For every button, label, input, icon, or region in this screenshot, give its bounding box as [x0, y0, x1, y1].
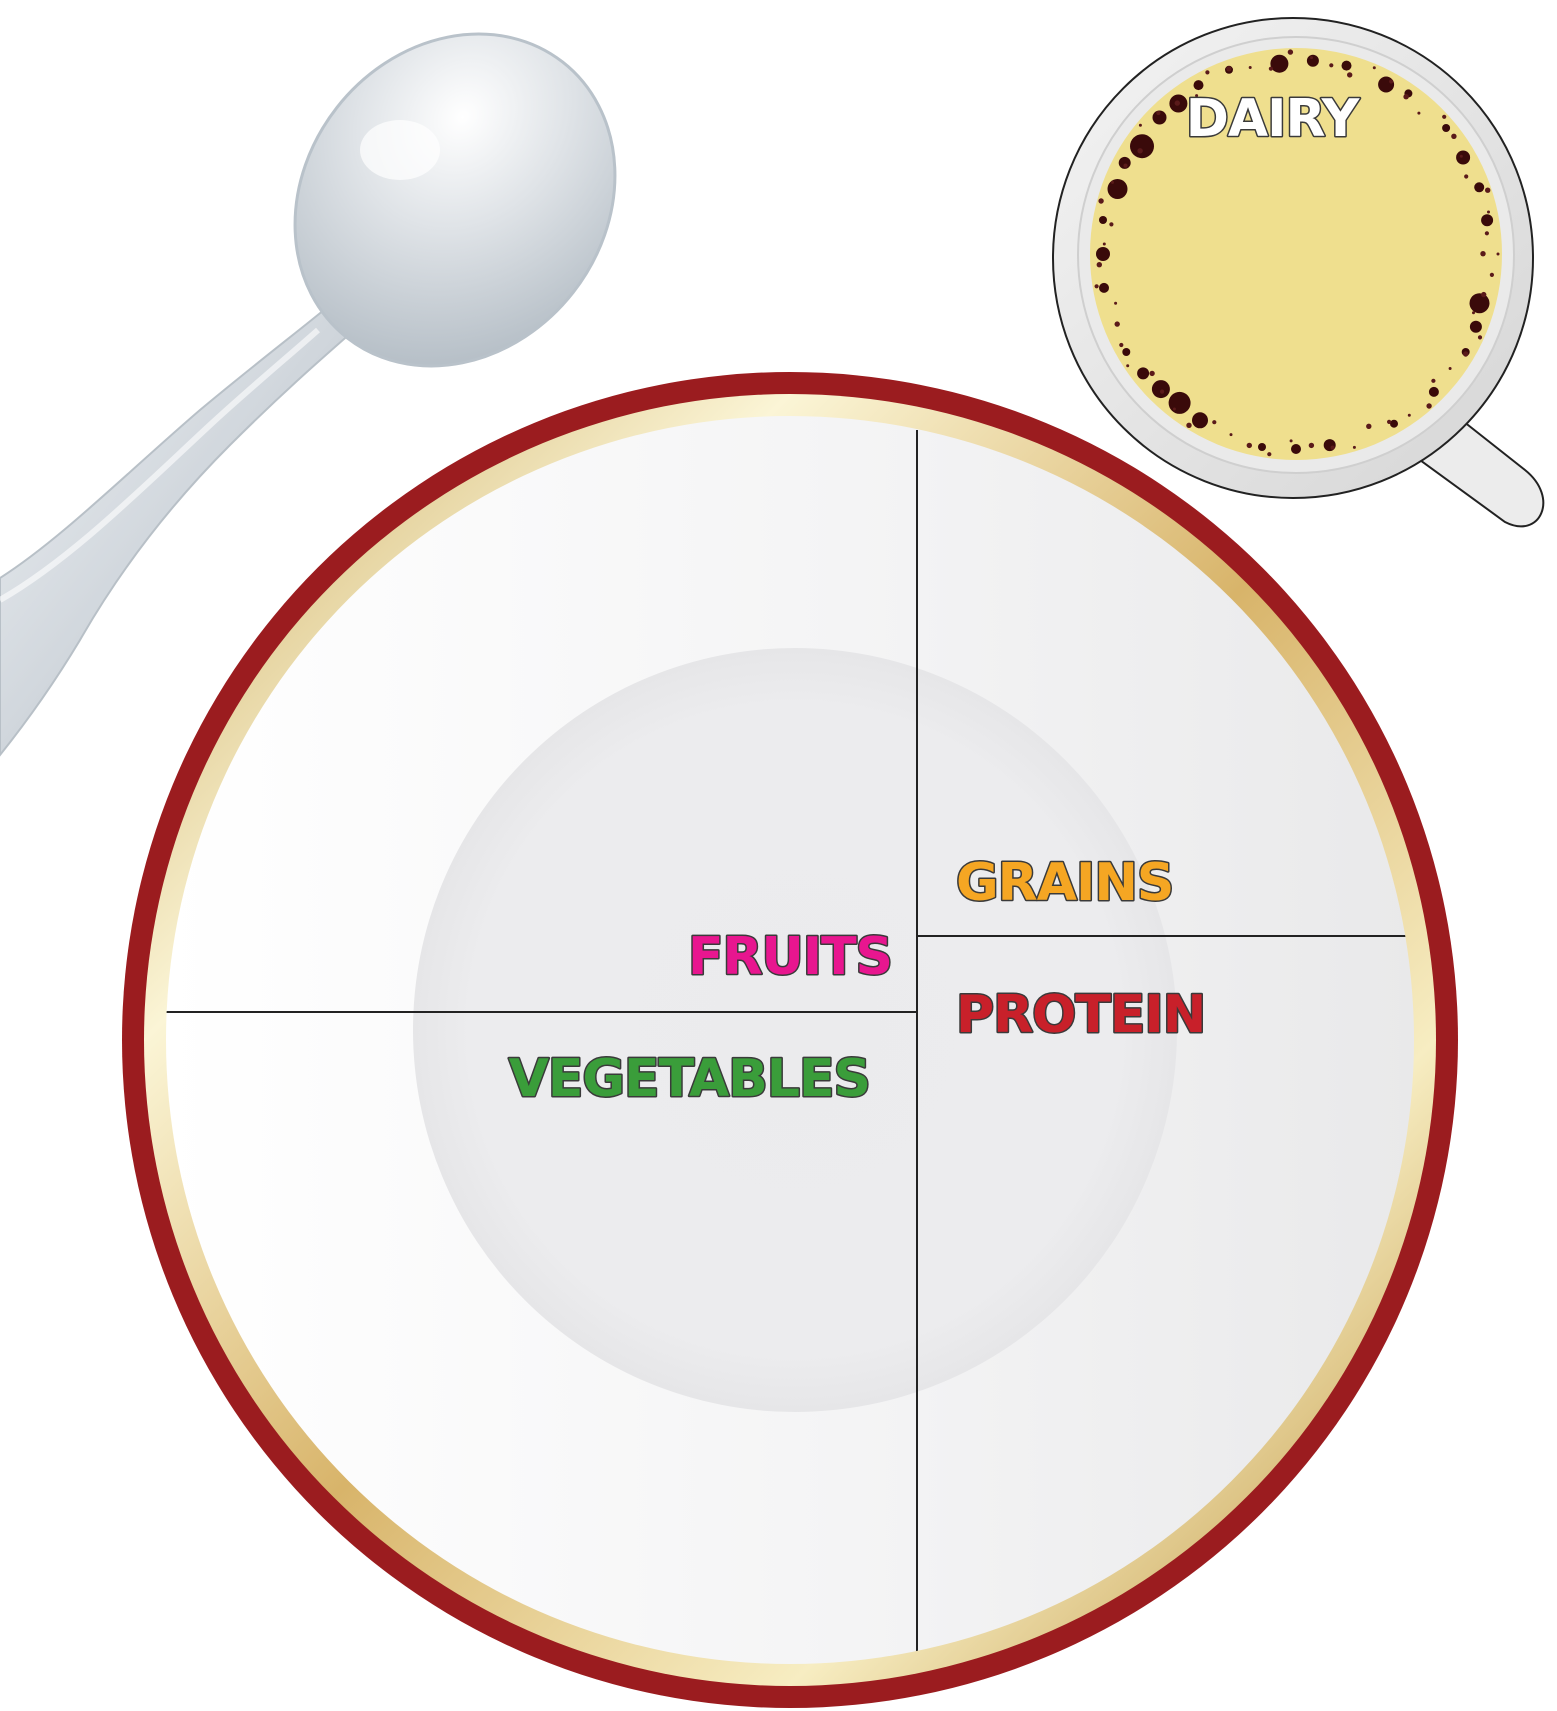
cup-bubble [1212, 420, 1216, 424]
cup-bubble [1460, 155, 1463, 158]
cup-bubble [1115, 321, 1120, 326]
cup-bubble [1387, 420, 1391, 424]
cup-bubble [1449, 367, 1452, 370]
vegetables-label: VEGETABLES [509, 1049, 870, 1109]
cup-bubble [1122, 348, 1130, 356]
cup-bubble [1247, 443, 1252, 448]
cup-bubble [1309, 443, 1314, 448]
cup-bubble [1291, 444, 1301, 454]
cup-bubble [1096, 247, 1110, 261]
plate: FRUITS GRAINS PROTEIN VEGETABLES [122, 372, 1458, 1708]
cup-bubble [1249, 66, 1252, 69]
cup-bubble [1464, 174, 1468, 178]
cup-bubble [1119, 343, 1123, 347]
cup-bubble [1267, 452, 1271, 456]
protein-label: PROTEIN [956, 985, 1205, 1045]
cup-bubble [1353, 446, 1356, 449]
cup-bubble [1331, 446, 1335, 450]
cup-bubble [1152, 380, 1170, 398]
cup-bubble [1175, 100, 1180, 105]
dairy-label: DAIRY [1186, 89, 1361, 149]
cup-bubble [1137, 367, 1149, 379]
cup-bubble [1342, 61, 1352, 71]
cup-bubble [1114, 302, 1117, 305]
cup-bubble [1230, 433, 1233, 436]
cup-bubble [1463, 351, 1468, 356]
cup-bubble [1490, 273, 1494, 277]
cup-bubble [1408, 414, 1411, 417]
cup-bubble [1137, 148, 1142, 153]
cup-bubble [1186, 423, 1191, 428]
cup-bubble [1269, 67, 1273, 71]
cup-bubble [1485, 188, 1490, 193]
cup-bubble [1417, 112, 1420, 115]
cup-bubble [1095, 284, 1099, 288]
cup-bubble [1474, 182, 1484, 192]
cup-bubble [1390, 420, 1398, 428]
cup-bubble [1389, 79, 1393, 83]
cup-bubble [1426, 403, 1431, 408]
cup-bubble [1099, 216, 1107, 224]
cup-bubble [1099, 283, 1109, 293]
cup-bubble [1173, 408, 1176, 411]
cup-bubble [1442, 115, 1446, 119]
cup-bubble [1470, 321, 1482, 333]
cup-bubble [1366, 424, 1371, 429]
cup-bubble [1288, 49, 1293, 54]
cup-bubble [1205, 70, 1209, 74]
cup-bubble [1480, 251, 1485, 256]
grains-label: GRAINS [956, 853, 1173, 913]
cup-bubble [1472, 311, 1475, 314]
cup-bubble [1451, 134, 1456, 139]
cup-bubble [1307, 55, 1319, 67]
cup-bubble [1149, 371, 1154, 376]
cup: DAIRY [1053, 18, 1543, 526]
cup-bubble [1497, 253, 1500, 256]
cup-bubble [1156, 111, 1160, 115]
cup-bubble [1429, 387, 1439, 397]
cup-bubble [1192, 412, 1208, 428]
cup-bubble [1431, 379, 1435, 383]
fruits-label: FRUITS [688, 927, 892, 987]
cup-bubble [1139, 124, 1142, 127]
cup-bubble [1481, 214, 1493, 226]
cup-bubble [1310, 56, 1313, 59]
cup-bubble [1126, 364, 1129, 367]
cup-bubble [1481, 292, 1486, 297]
cup-bubble [1108, 179, 1128, 199]
spoon-bowl-shine [360, 120, 440, 180]
cup-bubble [1169, 392, 1191, 414]
cup-bubble [1487, 211, 1490, 214]
cup-bubble [1097, 262, 1102, 267]
cup-bubble [1347, 72, 1352, 77]
cup-bubble [1123, 164, 1127, 168]
cup-bubble [1290, 439, 1293, 442]
cup-bubble [1324, 439, 1336, 451]
cup-bubble [1478, 335, 1482, 339]
cup-bubble [1329, 63, 1333, 67]
cup-bubble [1130, 134, 1154, 158]
cup-bubble [1470, 293, 1490, 313]
cup-bubble [1160, 390, 1164, 394]
cup-bubble [1485, 231, 1489, 235]
cup-bubble [1103, 243, 1106, 246]
cup-bubble [1111, 181, 1114, 184]
cup-bubble [1258, 443, 1266, 451]
cup-bubble [1270, 55, 1288, 73]
cup-bubble [1442, 124, 1450, 132]
cup-bubble [1098, 198, 1103, 203]
cup-bubble [1226, 66, 1231, 71]
cup-bubble [1403, 94, 1408, 99]
cup-bubble [1378, 77, 1394, 93]
cup-bubble [1456, 151, 1470, 165]
cup-bubble [1373, 66, 1376, 69]
cup-bubble [1109, 222, 1113, 226]
